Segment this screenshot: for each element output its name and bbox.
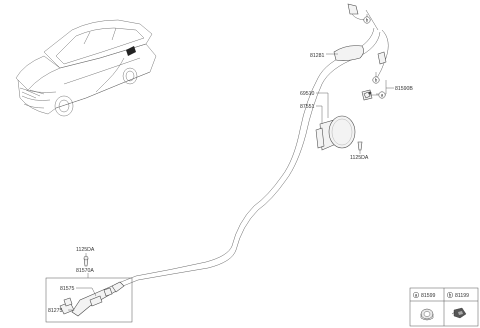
svg-text:a: a	[381, 93, 384, 98]
label-81281: 81281	[310, 53, 325, 59]
car-illustration	[15, 19, 157, 117]
legend-b-letter: b	[449, 293, 452, 298]
label-1125da-lower: 1125DA	[76, 247, 95, 253]
legend-cell-b: b 81199	[446, 291, 469, 319]
grommet-icon	[420, 308, 434, 321]
label-81590b: 81590B	[395, 86, 413, 92]
label-81570a: 81570A	[76, 268, 94, 274]
label-81275: 81275	[48, 308, 63, 314]
legend-a-part: 81599	[421, 293, 436, 299]
callouts: b b a	[363, 16, 386, 99]
label-69510: 69510	[300, 91, 315, 97]
legend-table: a 81599 b 81199	[409, 287, 479, 327]
callout-b-mid: b	[372, 76, 380, 84]
fuel-door-highlight	[126, 46, 136, 56]
callout-b-top: b	[363, 16, 371, 24]
label-1125da-upper: 1125DA	[350, 155, 369, 161]
callout-a: a	[378, 91, 386, 99]
fuel-filler-door-assembly	[315, 3, 387, 151]
legend-cell-a: a 81599	[412, 291, 436, 321]
legend-a-letter: a	[415, 293, 418, 298]
clip-icon	[451, 307, 467, 319]
svg-text:b: b	[366, 18, 369, 23]
part-labels: 81281 69510 87551 81590B 1125DA 1125DA 8…	[48, 53, 413, 314]
svg-text:b: b	[375, 78, 378, 83]
label-81575: 81575	[60, 286, 75, 292]
legend-b-part: 81199	[455, 293, 469, 299]
label-87551: 87551	[300, 104, 315, 110]
